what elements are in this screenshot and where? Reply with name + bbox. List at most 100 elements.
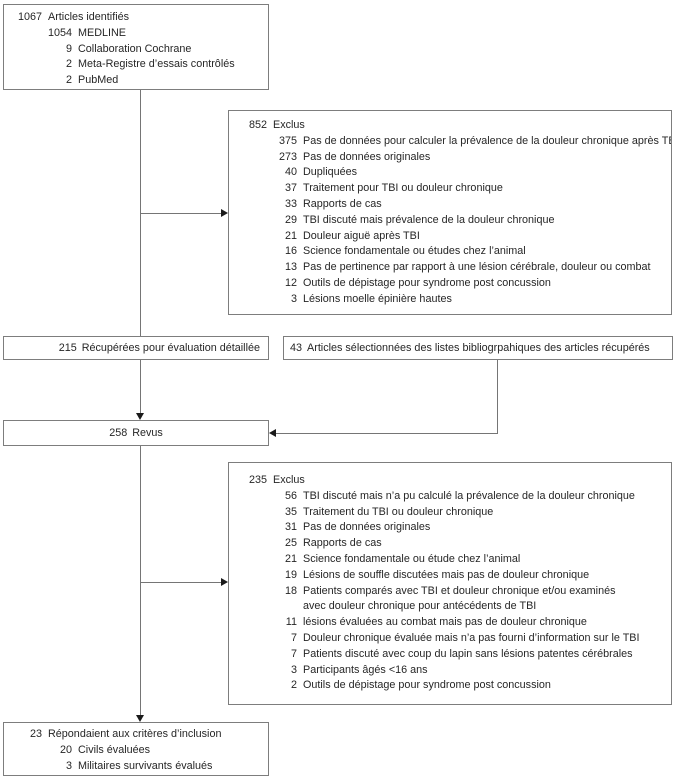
row-label: Répondaient aux critères d’inclusion bbox=[48, 728, 222, 740]
row-label: TBI discuté mais prévalence de la douleu… bbox=[303, 213, 555, 226]
flow-row: 1067 Articles identifiés bbox=[12, 10, 264, 26]
row-count: 3 bbox=[290, 663, 297, 676]
connector-retrieved-to-reviewed bbox=[140, 360, 141, 413]
row-label: Pas de données pour calculer la prévalen… bbox=[303, 134, 672, 147]
row-label: Lésions de souffle discutées mais pas de… bbox=[303, 568, 590, 581]
row-label: Militaires survivants évalués bbox=[78, 759, 213, 772]
row-count: 33 bbox=[284, 197, 297, 210]
row-count: 273 bbox=[278, 150, 297, 163]
row-count: 37 bbox=[284, 182, 297, 195]
arrowhead-left-icon bbox=[269, 429, 276, 437]
row-count: 16 bbox=[284, 245, 297, 258]
row-label: Pas de données originales bbox=[303, 150, 431, 163]
box-selected-from-references: 43 Articles sélectionnées des listes bib… bbox=[283, 336, 673, 360]
row-label: Outils de dépistage pour syndrome post c… bbox=[303, 276, 551, 289]
row-label: PubMed bbox=[78, 74, 119, 87]
flow-row: 12 Outils de dépistage pour syndrome post… bbox=[237, 276, 667, 292]
connector-branch-to-excluded-second bbox=[140, 582, 221, 583]
row-label: avec douleur chronique pour antécédents … bbox=[303, 600, 537, 613]
row-count: 11 bbox=[285, 616, 297, 629]
row-label: Patients comparés avec TBI et douleur ch… bbox=[303, 584, 616, 597]
box-count: 258 bbox=[109, 427, 128, 439]
row-count: 235 bbox=[248, 474, 267, 486]
row-label: Rapports de cas bbox=[303, 537, 382, 550]
row-count: 29 bbox=[284, 213, 297, 226]
connector-selected-to-reviewed bbox=[276, 433, 498, 434]
row-label: Science fondamentale ou études chez l’an… bbox=[303, 245, 526, 258]
flow-row: 23 Répondaient aux critères d’inclusion bbox=[12, 727, 264, 743]
row-count: 13 bbox=[284, 261, 297, 274]
row-count: 2 bbox=[290, 679, 297, 692]
connector-selected-down bbox=[497, 360, 498, 434]
flow-row: 273 Pas de données originales bbox=[237, 150, 667, 166]
row-label: Pas de données originales bbox=[303, 521, 431, 534]
row-count: 12 bbox=[284, 276, 297, 289]
box-rows: 23 Répondaient aux critères d’inclusion 20… bbox=[4, 723, 268, 774]
row-label: Civils évaluées bbox=[78, 743, 151, 756]
flow-row: 3 Participants âgés <16 ans bbox=[237, 663, 667, 679]
row-count: 375 bbox=[278, 134, 297, 147]
row-count: 21 bbox=[284, 229, 297, 242]
row-label: Dupliquées bbox=[303, 166, 358, 179]
row-label: Traitement pour TBI ou douleur chronique bbox=[303, 182, 503, 195]
box-retrieved-for-evaluation: 215 Récupérées pour évaluation détaillée bbox=[3, 336, 269, 360]
row-count: 7 bbox=[290, 631, 297, 644]
row-label: Articles identifiés bbox=[48, 11, 130, 23]
row-count: 1067 bbox=[17, 11, 42, 23]
row-count: 2 bbox=[65, 58, 72, 71]
flow-row: 375 Pas de données pour calculer la préva… bbox=[237, 134, 671, 150]
row-label: Participants âgés <16 ans bbox=[303, 663, 428, 676]
row-label: Pas de pertinence par rapport à une lési… bbox=[303, 261, 651, 274]
row-label: Collaboration Cochrane bbox=[78, 42, 192, 55]
row-label: Exclus bbox=[273, 119, 305, 131]
row-count: 2 bbox=[65, 74, 72, 87]
row-label: TBI discuté mais n’a pu calculé la préva… bbox=[303, 489, 635, 502]
flow-row: 2 PubMed bbox=[12, 73, 264, 89]
flow-row: 2 Outils de dépistage pour syndrome post … bbox=[237, 678, 667, 694]
row-label: lésions évaluées au combat mais pas de d… bbox=[303, 616, 587, 629]
connector-reviewed-to-included bbox=[140, 446, 141, 715]
row-count: 21 bbox=[284, 552, 297, 565]
box-met-inclusion-criteria: 23 Répondaient aux critères d’inclusion 20… bbox=[3, 722, 269, 776]
row-label: Outils de dépistage pour syndrome post c… bbox=[303, 679, 551, 692]
flow-row: avec douleur chronique pour antécédents … bbox=[237, 599, 667, 615]
row-count: 35 bbox=[284, 505, 297, 518]
flow-row: 235 Exclus bbox=[237, 473, 667, 489]
box-label: Articles sélectionnées des listes biblio… bbox=[307, 342, 650, 354]
arrowhead-right-icon bbox=[221, 578, 228, 586]
row-label: Douleur chronique évaluée mais n’a pas f… bbox=[303, 631, 640, 644]
row-count: 25 bbox=[284, 537, 297, 550]
row-count: 1054 bbox=[47, 26, 72, 39]
row-label: Exclus bbox=[273, 474, 305, 486]
flow-row: 37 Traitement pour TBI ou douleur chroniq… bbox=[237, 181, 667, 197]
flow-row: 25 Rapports de cas bbox=[237, 536, 667, 552]
flow-row: 35 Traitement du TBI ou douleur chronique bbox=[237, 505, 667, 521]
flow-row: 16 Science fondamentale ou études chez l’… bbox=[237, 244, 667, 260]
arrowhead-right-icon bbox=[221, 209, 228, 217]
flow-row: 7 Douleur chronique évaluée mais n’a pas … bbox=[237, 631, 667, 647]
row-label: Traitement du TBI ou douleur chronique bbox=[303, 505, 494, 518]
row-label: Meta-Registre d’essais contrôlés bbox=[78, 58, 235, 71]
box-label: Revus bbox=[132, 427, 163, 439]
row-label: Patients discuté avec coup du lapin sans… bbox=[303, 647, 633, 660]
row-count: 23 bbox=[29, 728, 42, 740]
arrowhead-down-icon bbox=[136, 715, 144, 722]
